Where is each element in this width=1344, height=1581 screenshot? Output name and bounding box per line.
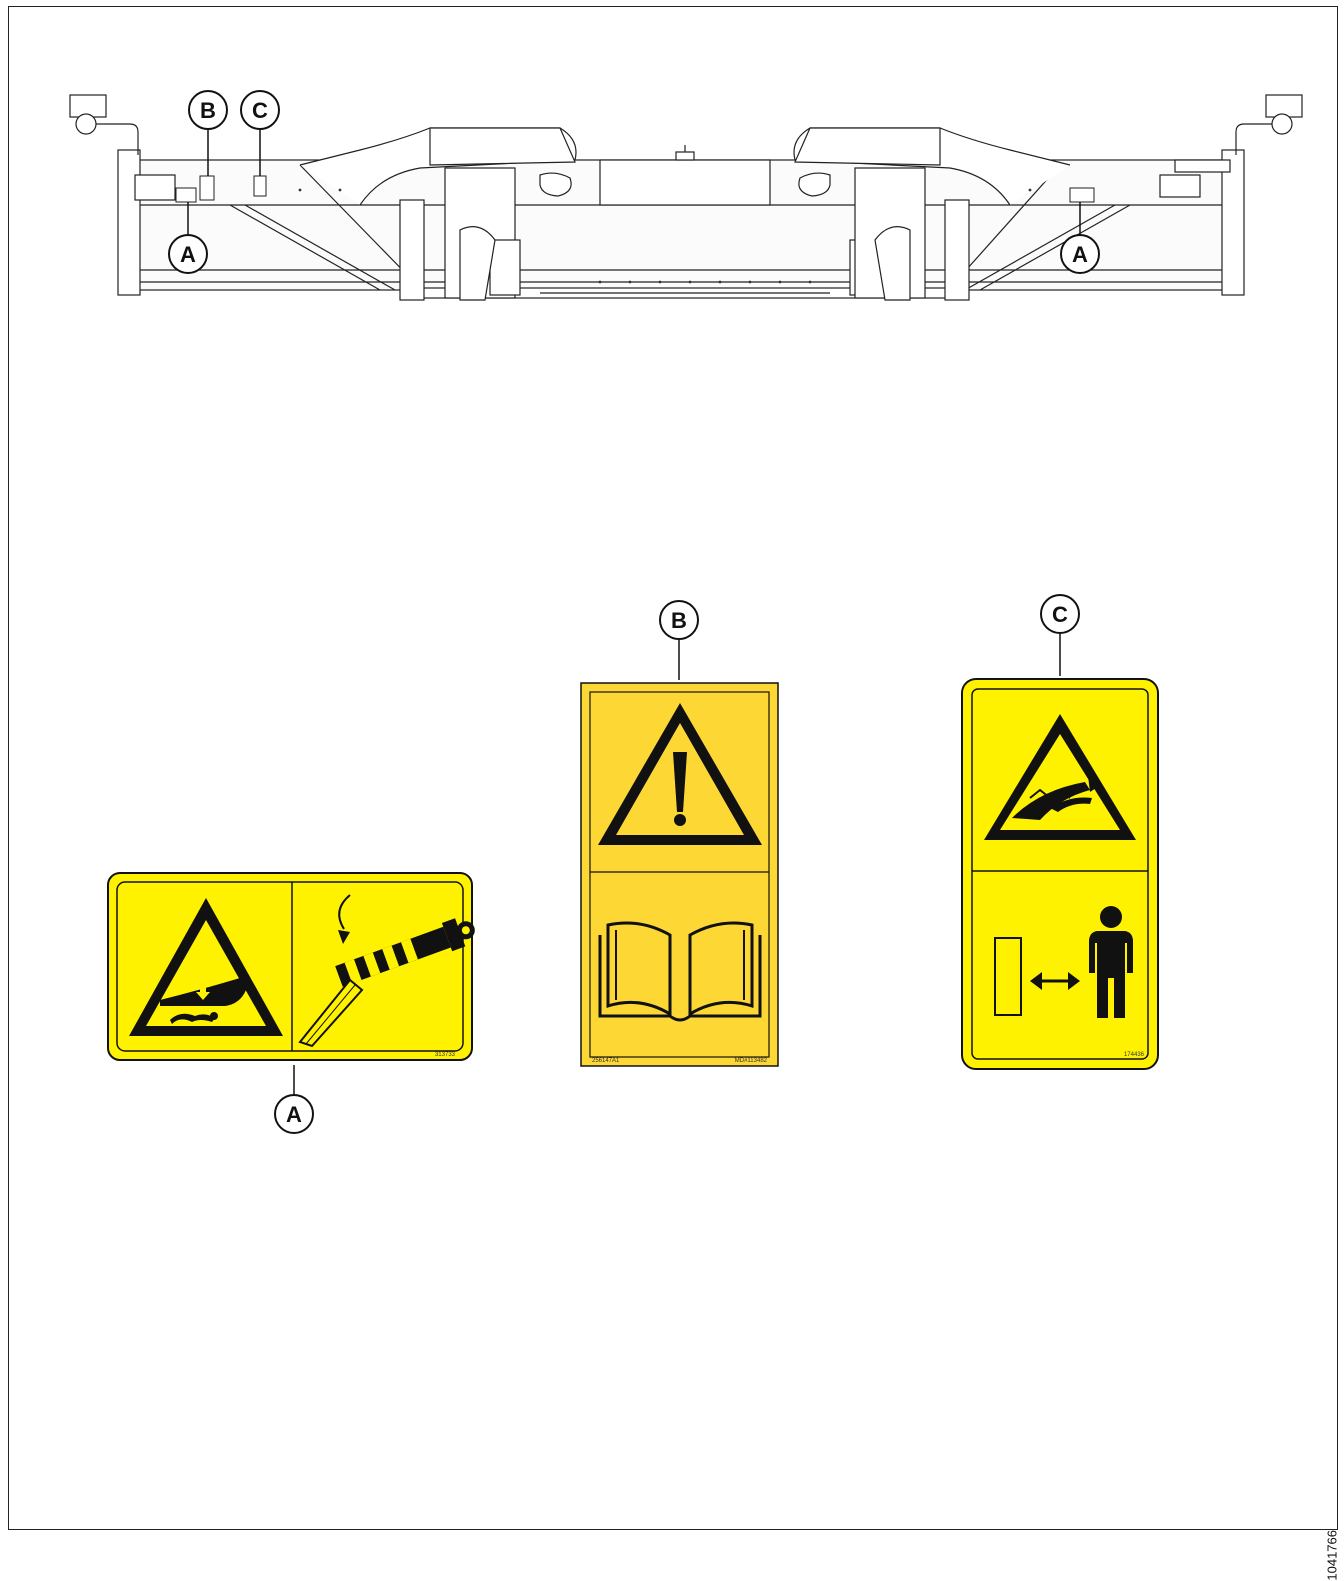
callout-a-top-left: A [168,202,208,274]
figure-id: 1041766 [1325,1530,1340,1581]
callout-b-bottom: B [659,600,699,680]
header-frame-drawing [69,94,1303,301]
illustration: B C A A [69,90,1303,1134]
svg-text:MD#113482: MD#113482 [735,1058,768,1064]
svg-text:C: C [252,98,268,123]
callout-a-top-right: A [1060,202,1100,274]
callout-c-bottom: C [1040,594,1080,676]
callout-c-top: C [240,90,280,176]
decal-b: 256147A1 MD#113482 [580,682,779,1067]
callout-b-top: B [188,90,228,176]
svg-text:A: A [286,1102,302,1127]
figure-border [8,6,1338,1530]
svg-text:A: A [1072,242,1088,267]
svg-text:174436: 174436 [1124,1052,1145,1058]
svg-text:B: B [200,98,216,123]
decal-a: 313733 [107,872,475,1061]
svg-text:313733: 313733 [435,1052,456,1058]
svg-text:C: C [1052,602,1068,627]
decal-c: 174436 [961,678,1159,1070]
svg-text:256147A1: 256147A1 [592,1058,620,1064]
svg-text:A: A [180,242,196,267]
callout-a-bottom: A [274,1065,314,1134]
svg-text:B: B [671,608,687,633]
